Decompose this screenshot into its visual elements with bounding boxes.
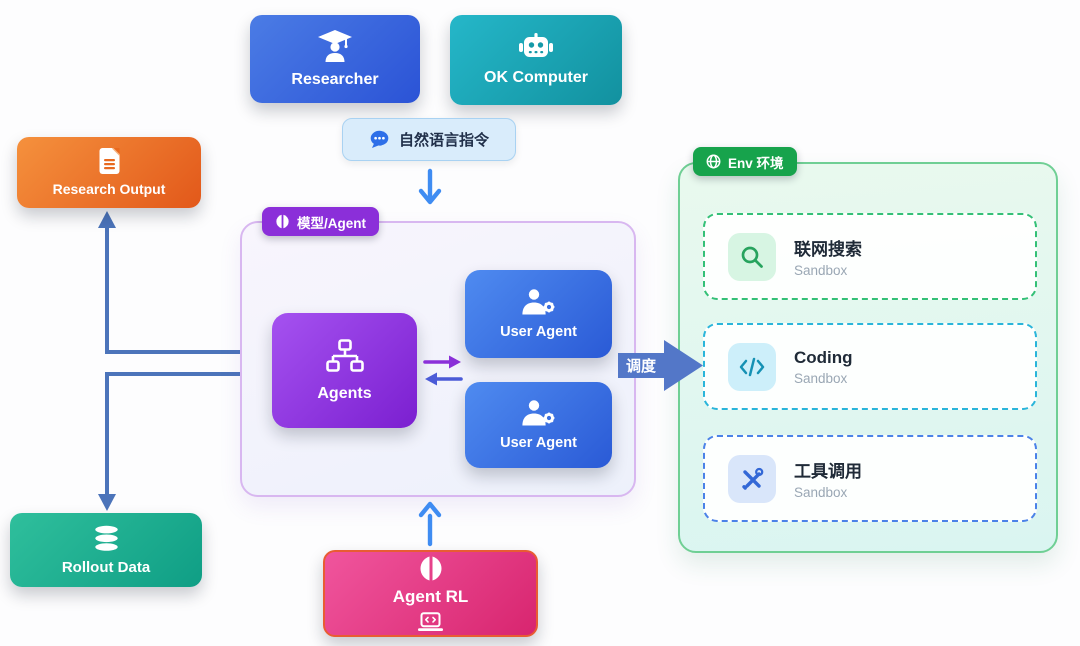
sandbox-coding: Coding Sandbox: [703, 323, 1037, 410]
nl-instruction-label: 自然语言指令: [398, 132, 489, 149]
user-gear-icon: [521, 289, 554, 315]
sandbox-subtitle: Sandbox: [794, 263, 848, 278]
ok-computer-node: OK Computer: [450, 15, 622, 105]
search-icon: [741, 246, 763, 268]
sandbox-subtitle: Sandbox: [794, 370, 848, 386]
document-icon: [99, 148, 120, 174]
sandbox-subtitle: Sandbox: [794, 485, 848, 500]
tools-icon-tile: [728, 454, 776, 503]
dispatch-arrow: 调度: [618, 340, 703, 391]
user-agent-1-node: User Agent: [465, 270, 612, 358]
globe-icon: [706, 154, 721, 169]
database-icon: [94, 525, 118, 551]
sandbox-tool-calling: 工具调用 Sandbox: [703, 435, 1037, 522]
env-badge: Env 环境: [693, 147, 797, 176]
sandbox-title: 工具调用: [794, 462, 862, 481]
user-agent-1-label: User Agent: [500, 324, 577, 340]
search-icon-tile: [728, 232, 776, 281]
researcher-node: Researcher: [250, 15, 420, 103]
agents-label: Agents: [317, 384, 372, 402]
sandbox-web-search: 联网搜索 Sandbox: [703, 213, 1037, 300]
laptop-code-icon: [418, 612, 443, 631]
chat-bubble-icon: [370, 130, 389, 148]
ok-computer-label: OK Computer: [484, 69, 588, 86]
agent-rl-node: Agent RL: [323, 550, 538, 637]
code-icon: [739, 357, 765, 376]
research-output-label: Research Output: [52, 181, 166, 197]
user-gear-icon: [521, 400, 554, 426]
research-output-node: Research Output: [17, 137, 201, 208]
rollout-data-label: Rollout Data: [61, 558, 151, 576]
code-icon-tile: [728, 342, 776, 391]
swap-arrows-icon: [423, 355, 463, 386]
brain-icon: [420, 556, 441, 581]
rollout-data-node: Rollout Data: [10, 513, 202, 587]
env-badge-label: Env 环境: [728, 155, 784, 171]
model-agent-badge: 模型/Agent: [262, 207, 379, 236]
dispatch-label: 调度: [626, 357, 657, 375]
arrow-down-to-model: [418, 168, 442, 205]
user-agent-2-node: User Agent: [465, 382, 612, 468]
split-circle-icon: [276, 214, 289, 229]
nl-instruction-pill: 自然语言指令: [342, 118, 516, 161]
agent-rl-label: Agent RL: [392, 587, 469, 606]
sandbox-title: Coding: [794, 347, 853, 367]
sitemap-icon: [325, 338, 364, 372]
graduate-icon: [318, 30, 352, 62]
model-agent-badge-label: 模型/Agent: [297, 215, 366, 231]
researcher-label: Researcher: [291, 71, 379, 88]
agents-node: Agents: [272, 313, 417, 428]
sandbox-title: 联网搜索: [794, 240, 862, 259]
user-agent-2-label: User Agent: [500, 435, 577, 451]
tools-icon: [742, 467, 764, 490]
arrow-up-to-model: [418, 501, 442, 547]
robot-icon: [519, 33, 553, 57]
